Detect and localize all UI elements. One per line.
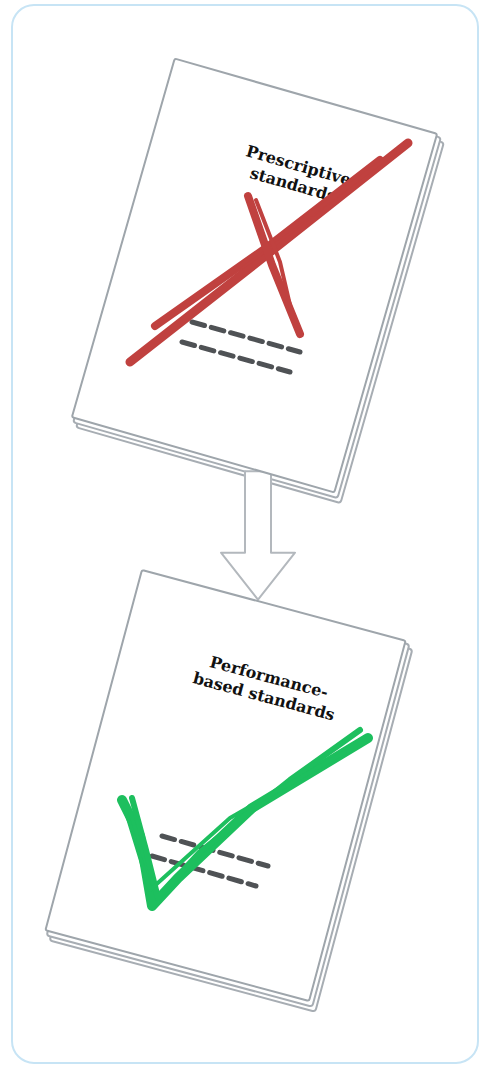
check-stroke [122,738,368,906]
connector-layer [221,471,295,600]
outer-frame [12,5,478,1063]
check-stroke [132,730,360,898]
cross-stroke [248,196,300,334]
document-title: Prescriptive standards [218,135,373,215]
dashed-line [152,856,256,886]
text-placeholder-lines [152,322,300,886]
cross-stroke [130,143,408,362]
dashed-line [192,322,300,352]
document-sheet: Prescriptive standards [70,57,438,493]
dashed-line [162,836,268,866]
dashed-line [182,342,290,372]
cross-stroke [256,200,293,318]
document-sheet: Performance- based standards [44,568,407,1001]
green-check [122,730,368,906]
check-stroke [126,752,345,890]
cross-stroke [155,160,380,326]
cross-stroke [168,152,395,318]
red-cross [130,143,408,362]
document-title: Performance- based standards [178,645,354,728]
block-arrow [221,471,295,600]
